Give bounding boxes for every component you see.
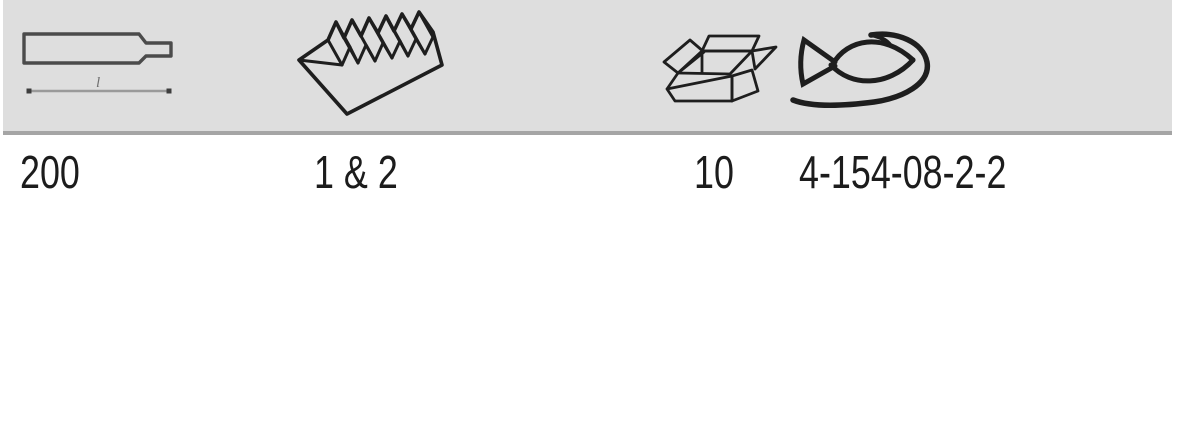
- length-value: 200: [20, 146, 80, 198]
- file-length-icon: l: [22, 32, 173, 94]
- fish-brand-icon: [790, 31, 930, 108]
- article-number-value: 4-154-08-2-2: [799, 146, 1007, 198]
- pack-quantity-value: 10: [694, 146, 734, 198]
- header-icon-band: l: [3, 0, 1172, 135]
- length-dimension-label: l: [96, 75, 100, 91]
- file-cut-icon: [297, 10, 444, 116]
- box-quantity-icon: [662, 34, 778, 103]
- cut-value: 1 & 2: [314, 146, 398, 198]
